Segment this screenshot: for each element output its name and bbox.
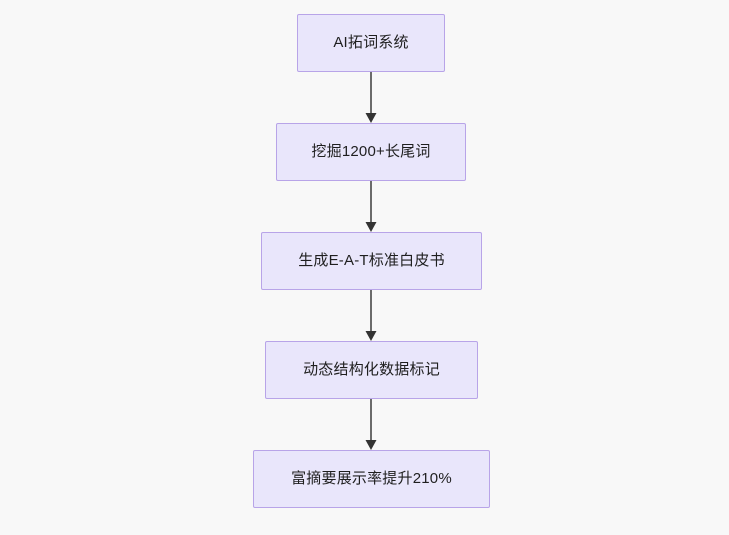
- edge-node1-node2: [365, 72, 377, 123]
- edge-node4-node5: [365, 399, 377, 450]
- flow-node-rich-snippet-impression-lift[interactable]: 富摘要展示率提升210%: [253, 450, 490, 508]
- arrowhead-icon: [365, 440, 377, 450]
- flow-node-label: 动态结构化数据标记: [303, 361, 440, 378]
- flow-node-label: AI拓词系统: [333, 34, 409, 51]
- arrowhead-icon: [365, 331, 377, 341]
- flow-node-label: 富摘要展示率提升210%: [291, 470, 452, 487]
- flow-node-dynamic-structured-data-markup[interactable]: 动态结构化数据标记: [265, 341, 478, 399]
- flow-node-ai-keyword-system[interactable]: AI拓词系统: [297, 14, 445, 72]
- flow-node-mine-longtail-keywords[interactable]: 挖掘1200+长尾词: [276, 123, 466, 181]
- edge-node2-node3: [365, 181, 377, 232]
- arrowhead-icon: [365, 222, 377, 232]
- edge-node3-node4: [365, 290, 377, 341]
- flow-node-generate-eat-whitepaper[interactable]: 生成E-A-T标准白皮书: [261, 232, 482, 290]
- flow-node-label: 挖掘1200+长尾词: [311, 143, 431, 160]
- arrowhead-icon: [365, 113, 377, 123]
- flow-node-label: 生成E-A-T标准白皮书: [298, 252, 445, 269]
